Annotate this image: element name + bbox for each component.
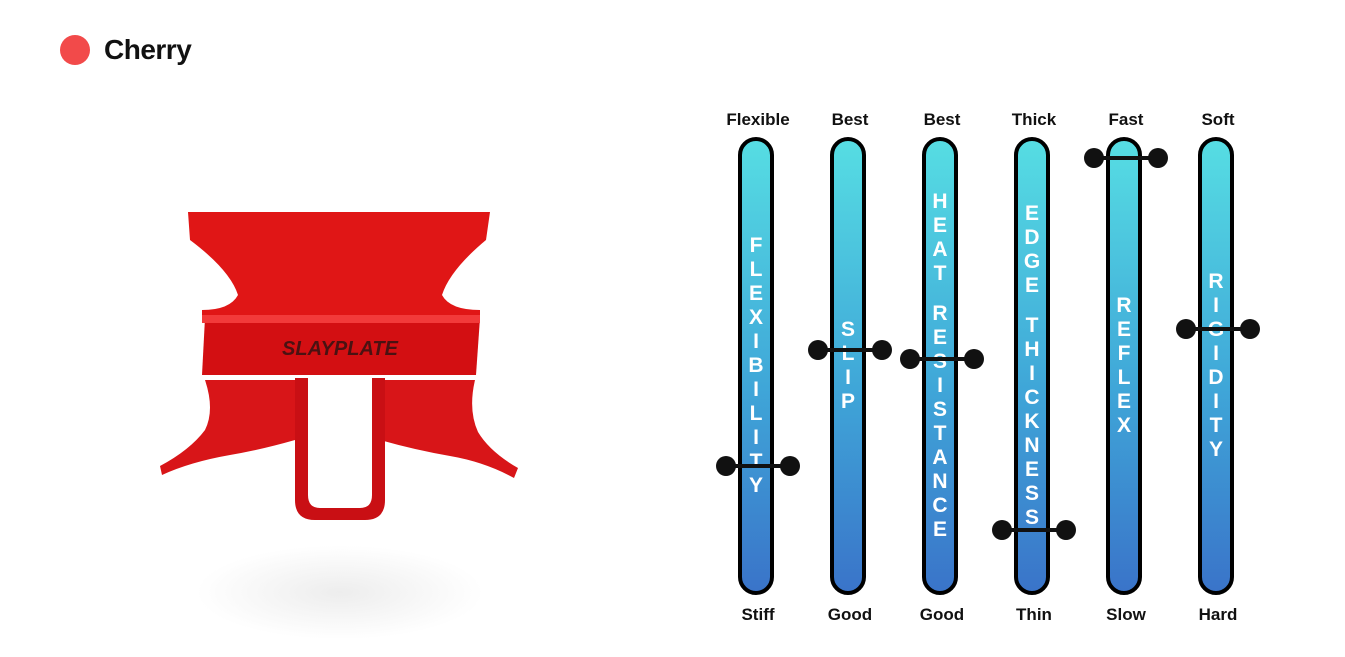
slider-top-label: Flexible	[726, 110, 790, 129]
color-swatch	[60, 35, 90, 65]
slider-bottom-label: Stiff	[741, 605, 775, 624]
slider-marker	[992, 520, 1076, 541]
product-loop	[295, 378, 385, 520]
slider-bottom-label: Good	[919, 605, 965, 624]
slider-marker	[808, 340, 892, 361]
slider-bottom-label: Slow	[1106, 605, 1146, 624]
product-header: Cherry	[60, 34, 192, 66]
slider-bar: RIGIDITY	[1198, 137, 1234, 595]
slider-marker	[1176, 319, 1260, 340]
product-left-wing	[160, 380, 295, 475]
product-plate	[188, 212, 490, 318]
slider-rigidity: SoftRIGIDITY Hard	[1158, 100, 1278, 640]
slider-top-label: Thick	[1011, 110, 1057, 129]
product-shadow	[195, 545, 485, 640]
slider-top-label: Fast	[1108, 110, 1144, 129]
product-ramp	[202, 318, 480, 375]
slider-bottom-label: Good	[827, 605, 873, 624]
slider-marker	[900, 349, 984, 369]
slider-top-label: Best	[831, 110, 869, 129]
product-right-wing	[380, 380, 518, 478]
slider-marker	[1084, 147, 1168, 168]
slider-bottom-label: Thin	[1016, 605, 1052, 624]
slider-top-label: Best	[923, 110, 961, 129]
product-image: SLAYPLATE	[160, 212, 518, 520]
slider-bar-label: RIGIDITY	[1208, 270, 1224, 461]
brand-mark: SLAYPLATE	[282, 338, 399, 360]
slider-bottom-label: Hard	[1198, 605, 1238, 624]
slider-top-label: Soft	[1201, 110, 1235, 129]
product-title: Cherry	[104, 34, 192, 65]
slider-marker	[716, 456, 800, 476]
